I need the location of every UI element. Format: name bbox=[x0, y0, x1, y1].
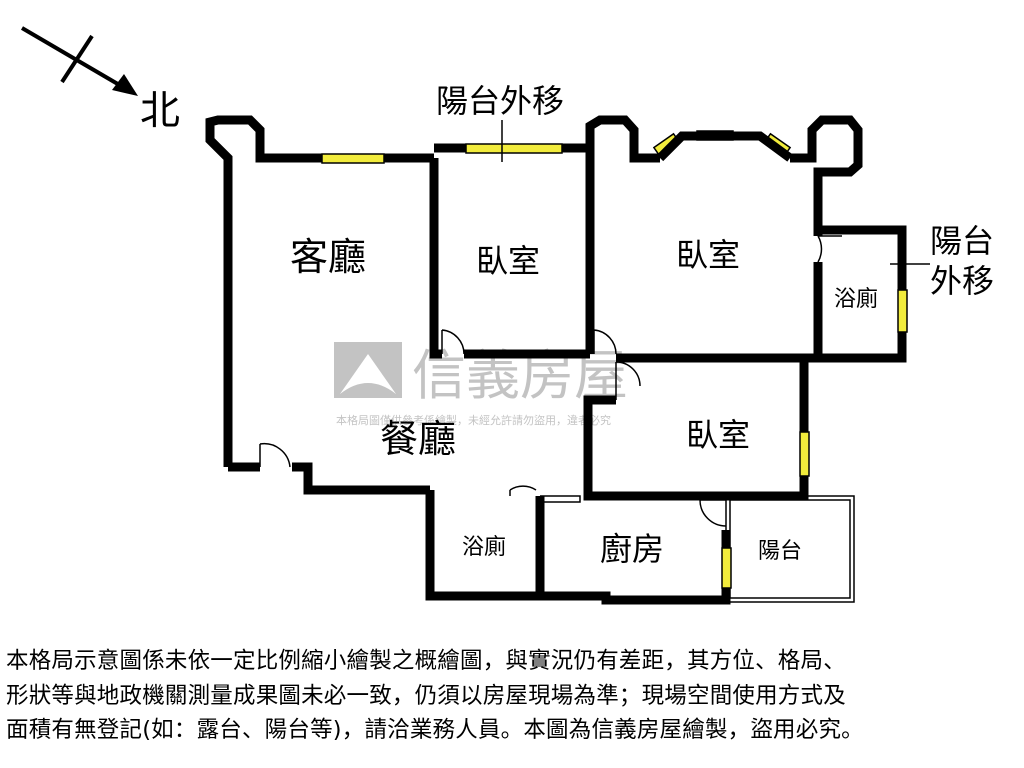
door-bedroom1 bbox=[441, 329, 465, 355]
room-living-label: 客廳 bbox=[290, 235, 366, 279]
disclaimer: 本格局示意圖係未依一定比例縮小繪製之概繪圖，與實況仍有差距，其方位、格局、 形狀… bbox=[6, 644, 1018, 748]
watermark: 信義房屋 本格局圖僅供參考係繪製，未經允許請勿盜用，違者必究 bbox=[334, 342, 628, 427]
watermark-notice: 本格局圖僅供參考係繪製，未經允許請勿盜用，違者必究 bbox=[336, 413, 611, 427]
door-kitchen-slide bbox=[540, 495, 581, 503]
disclaimer-line-3: 面積有無登記(如：露台、陽台等)，請洽業務人員。本圖為信義房屋繪製，盜用必究。 bbox=[6, 717, 864, 743]
room-bedroom3-label: 臥室 bbox=[686, 416, 750, 454]
door-bedroom2 bbox=[593, 329, 617, 355]
wall-bedroom1-left bbox=[429, 158, 442, 359]
room-bathroom1-label: 浴廁 bbox=[834, 287, 878, 312]
wall-kitchen-bottom bbox=[540, 588, 731, 605]
annotation-balcony-moved-right-2: 外移 bbox=[930, 262, 994, 300]
window-bedroom3 bbox=[799, 431, 810, 477]
room-dining-label: 餐廳 bbox=[380, 417, 456, 461]
north-label: 北 bbox=[140, 88, 180, 134]
wall-bedroom2-bottom bbox=[616, 262, 823, 363]
window-kitchen bbox=[721, 547, 732, 589]
walls-bay bbox=[656, 131, 793, 162]
disclaimer-line-1: 本格局示意圖係未依一定比例縮小繪製之概繪圖，與實況仍有差距，其方位、格局、 bbox=[6, 648, 846, 674]
doors bbox=[259, 235, 842, 527]
wall-bath2 bbox=[425, 490, 545, 601]
wall-bedroom3-lower bbox=[583, 395, 809, 501]
wall-bath-right-top bbox=[818, 225, 907, 290]
north-arrow-crossbar-icon bbox=[60, 34, 94, 84]
door-balcony bbox=[699, 499, 727, 527]
window-living bbox=[321, 153, 385, 164]
room-bathroom2-label: 浴廁 bbox=[462, 535, 506, 560]
wall-bedroom2-right bbox=[790, 115, 863, 236]
wall-living-top bbox=[205, 115, 434, 467]
room-balcony-label: 陽台 bbox=[758, 539, 802, 564]
wall-bedroom2-left bbox=[585, 115, 660, 354]
window-bath-right bbox=[897, 289, 908, 333]
floor-plan: 北 信義房屋 本格局圖僅供參考係繪製，未經允許請勿盜用，違者必究 bbox=[20, 26, 994, 605]
door-entrance bbox=[259, 442, 291, 468]
disclaimer-line-2: 形狀等與地政機關測量成果圖未必一致，仍須以房屋現場為準；現場空間使用方式及 bbox=[6, 682, 846, 709]
window-bedroom1 bbox=[465, 143, 563, 154]
door-bath2 bbox=[509, 485, 537, 496]
compass: 北 bbox=[20, 26, 180, 134]
door-bath-right bbox=[817, 235, 842, 263]
annotation-balcony-moved-top: 陽台外移 bbox=[436, 82, 564, 120]
north-arrow-head-icon bbox=[112, 74, 138, 96]
wall-dining-bottom bbox=[292, 462, 430, 495]
door-bedroom3 bbox=[615, 361, 641, 400]
watermark-logo-icon bbox=[334, 342, 402, 398]
annotation-balcony-moved-right-1: 陽台 bbox=[930, 222, 994, 260]
room-bedroom2-label: 臥室 bbox=[676, 236, 740, 274]
wall-bath-right-bottom bbox=[818, 332, 907, 363]
room-bedroom1-label: 臥室 bbox=[476, 242, 540, 280]
room-kitchen-label: 廚房 bbox=[600, 530, 664, 568]
